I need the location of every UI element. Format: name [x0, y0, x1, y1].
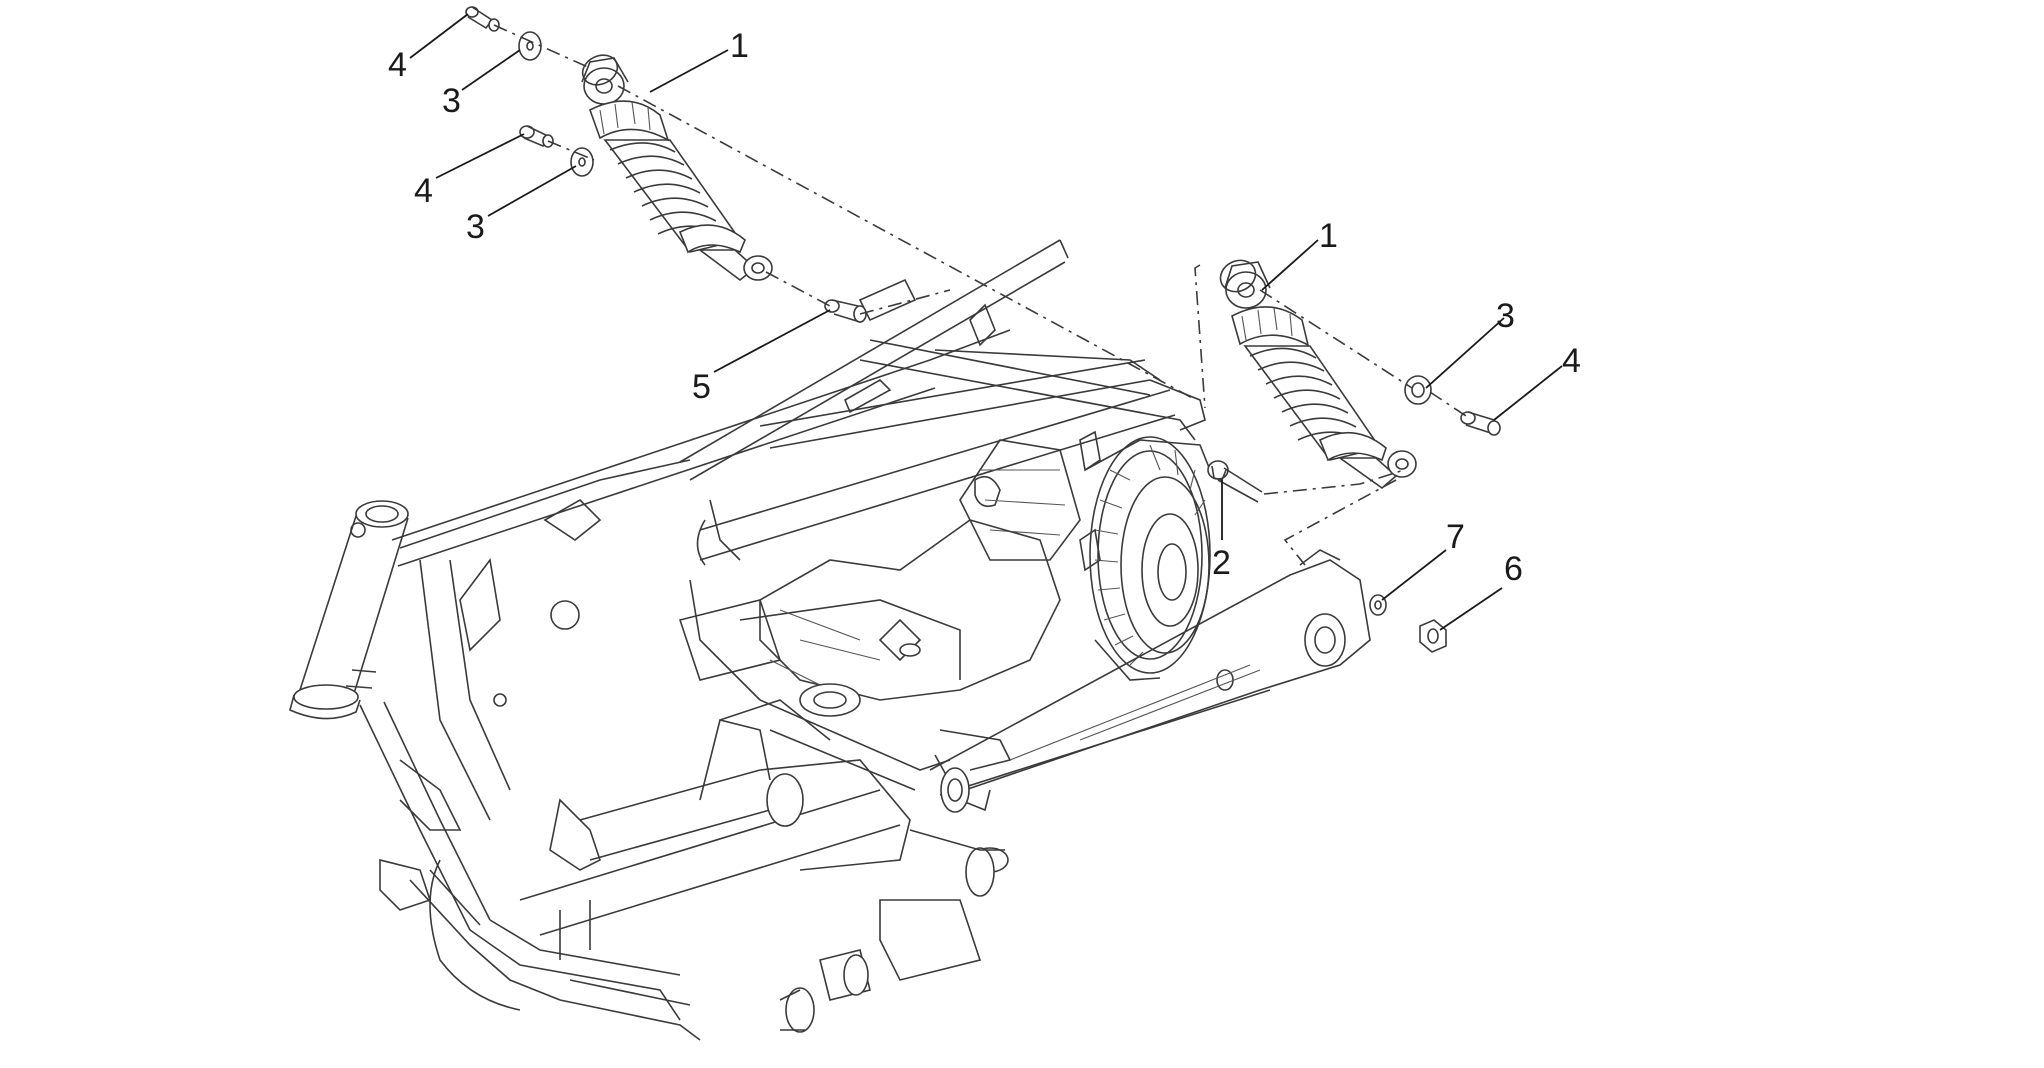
nut-6 [1419, 619, 1447, 653]
callout-4-right: 4 [1562, 342, 1581, 380]
callout-5: 5 [692, 368, 711, 406]
shock-absorber-left [581, 54, 773, 282]
motorcycle-frame [289, 239, 1206, 1041]
callout-1-left: 1 [730, 27, 749, 65]
screw-4-right [1460, 411, 1501, 436]
washer-3-left-lower [570, 147, 594, 177]
shock-absorber-right [1219, 259, 1417, 490]
callout-4-left-lower: 4 [414, 172, 433, 210]
callout-7: 7 [1446, 518, 1465, 556]
screw-4-left-lower [519, 125, 554, 148]
bolt-2 [1207, 460, 1263, 503]
callout-3-left-lower: 3 [466, 208, 485, 246]
screw-4-left-top [465, 6, 500, 32]
callout-2: 2 [1212, 544, 1231, 582]
callout-1-right: 1 [1319, 217, 1338, 255]
callout-3-right: 3 [1496, 297, 1515, 335]
callout-leaders [409, 13, 1563, 631]
swingarm [929, 549, 1371, 813]
rear-drum-hub [1079, 436, 1211, 681]
pin-5 [824, 299, 867, 324]
washer-3-right [1404, 375, 1432, 405]
callout-4-left-top: 4 [388, 46, 407, 84]
callout-labels: 1 1 2 3 3 3 4 4 4 5 6 7 [388, 27, 1581, 588]
callout-3-left-top: 3 [442, 82, 461, 120]
washer-3-left-top [518, 31, 542, 61]
callout-6: 6 [1504, 550, 1523, 588]
assembly-lines [493, 24, 1467, 566]
steering-head-tube [289, 500, 409, 720]
